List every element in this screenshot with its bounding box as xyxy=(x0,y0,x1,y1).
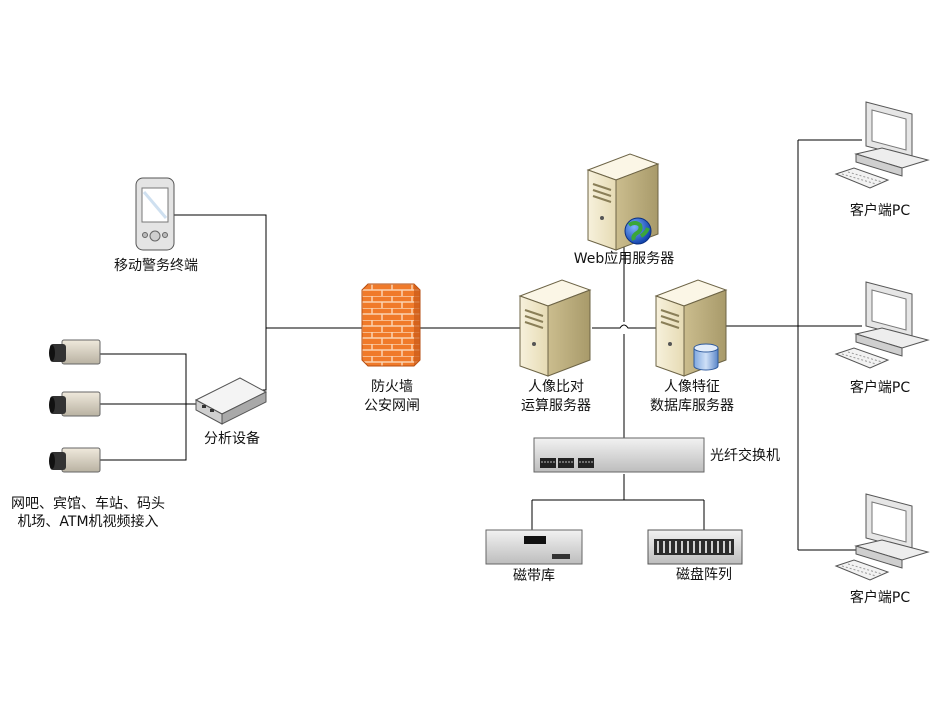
compare-server-label-line1: 人像比对 xyxy=(528,379,584,395)
disk-array-label: 磁盘阵列 xyxy=(676,567,732,583)
video-sources-label-line2: 机场、ATM机视频接入 xyxy=(17,514,159,530)
firewall-icon xyxy=(361,283,421,367)
camera-icon xyxy=(49,447,101,473)
tape-library-label: 磁带库 xyxy=(513,568,555,584)
line-compare-feature xyxy=(592,324,660,329)
firewall-label-line2: 公安网闸 xyxy=(364,398,420,414)
server-tower-icon xyxy=(518,279,592,377)
line-mobile xyxy=(168,214,267,328)
disk-array-icon xyxy=(647,529,743,565)
tape-library-icon xyxy=(485,529,583,565)
video-sources-label-line1: 网吧、宾馆、车站、码头 xyxy=(11,496,165,512)
connection-lines xyxy=(100,139,862,551)
line-switch-storage xyxy=(531,474,705,530)
feature-db-label-line2: 数据库服务器 xyxy=(650,398,734,414)
desktop-pc-icon xyxy=(834,493,930,581)
compare-server-label-line2: 运算服务器 xyxy=(521,398,591,414)
desktop-pc-icon xyxy=(834,281,930,369)
desktop-pc-icon xyxy=(834,101,930,189)
firewall-label-line1: 防火墙 xyxy=(371,379,413,395)
fiber-switch-label: 光纤交换机 xyxy=(710,448,780,464)
server-tower-icon xyxy=(654,279,728,377)
web-server-label: Web应用服务器 xyxy=(573,251,675,267)
pda-icon xyxy=(135,177,175,251)
line-camera-1 xyxy=(100,353,187,404)
line-analyzer-up xyxy=(252,328,267,391)
line-camera-3 xyxy=(100,404,187,461)
analysis-device-label: 分析设备 xyxy=(204,431,260,447)
client-pc-label-2: 客户端PC xyxy=(849,380,911,396)
globe-icon xyxy=(624,217,652,245)
camera-icon xyxy=(49,339,101,365)
fiber-switch-icon xyxy=(533,437,705,473)
mobile-terminal-label: 移动警务终端 xyxy=(114,258,198,274)
client-pc-label-1: 客户端PC xyxy=(849,203,911,219)
analysis-device-icon xyxy=(194,377,268,425)
database-cylinder-icon xyxy=(693,343,719,371)
feature-db-label-line1: 人像特征 xyxy=(664,379,720,395)
client-pc-label-3: 客户端PC xyxy=(849,590,911,606)
camera-icon xyxy=(49,391,101,417)
